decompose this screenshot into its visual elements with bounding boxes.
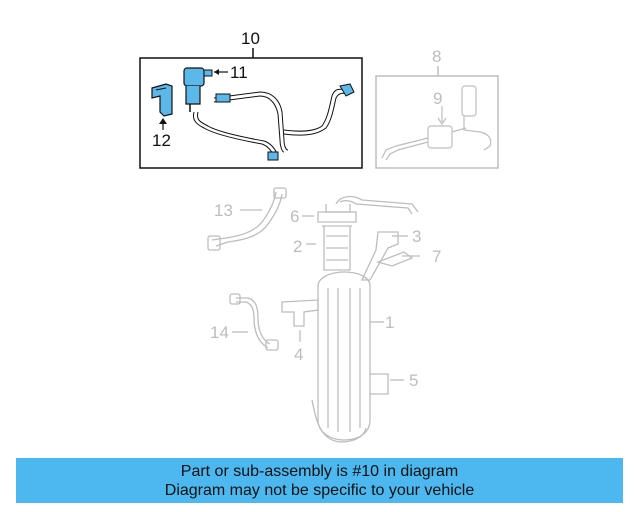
ghost-leader-lines [232,209,420,381]
callout-11[interactable]: 11 [230,63,248,82]
canister-background [207,187,419,443]
callout-1: 1 [385,313,394,332]
callout-9: 9 [433,89,442,108]
callout-3: 3 [412,227,421,246]
banner-line-2: Diagram may not be specific to your vehi… [164,481,475,499]
assembly-8-box [375,75,499,169]
hose-assembly[interactable] [193,83,355,161]
callout-6: 6 [290,207,299,226]
info-banner: Part or sub-assembly is #10 in diagram D… [16,458,623,503]
callout-10[interactable]: 10 [241,29,260,48]
callout-2: 2 [293,237,302,256]
assembly-10-box[interactable] [139,57,363,169]
callout-13: 13 [214,201,233,220]
bracket-12[interactable] [151,83,173,117]
callout-8: 8 [432,47,441,66]
callout-4: 4 [294,345,303,364]
valve-11[interactable] [183,67,213,112]
callout-5: 5 [409,371,418,390]
assembly-10-group[interactable] [139,48,363,169]
callout-7: 7 [432,247,441,266]
assembly-8-group [375,66,499,169]
callout-12[interactable]: 12 [152,131,171,150]
banner-line-1: Part or sub-assembly is #10 in diagram [180,462,459,480]
callout-14: 14 [210,323,229,342]
